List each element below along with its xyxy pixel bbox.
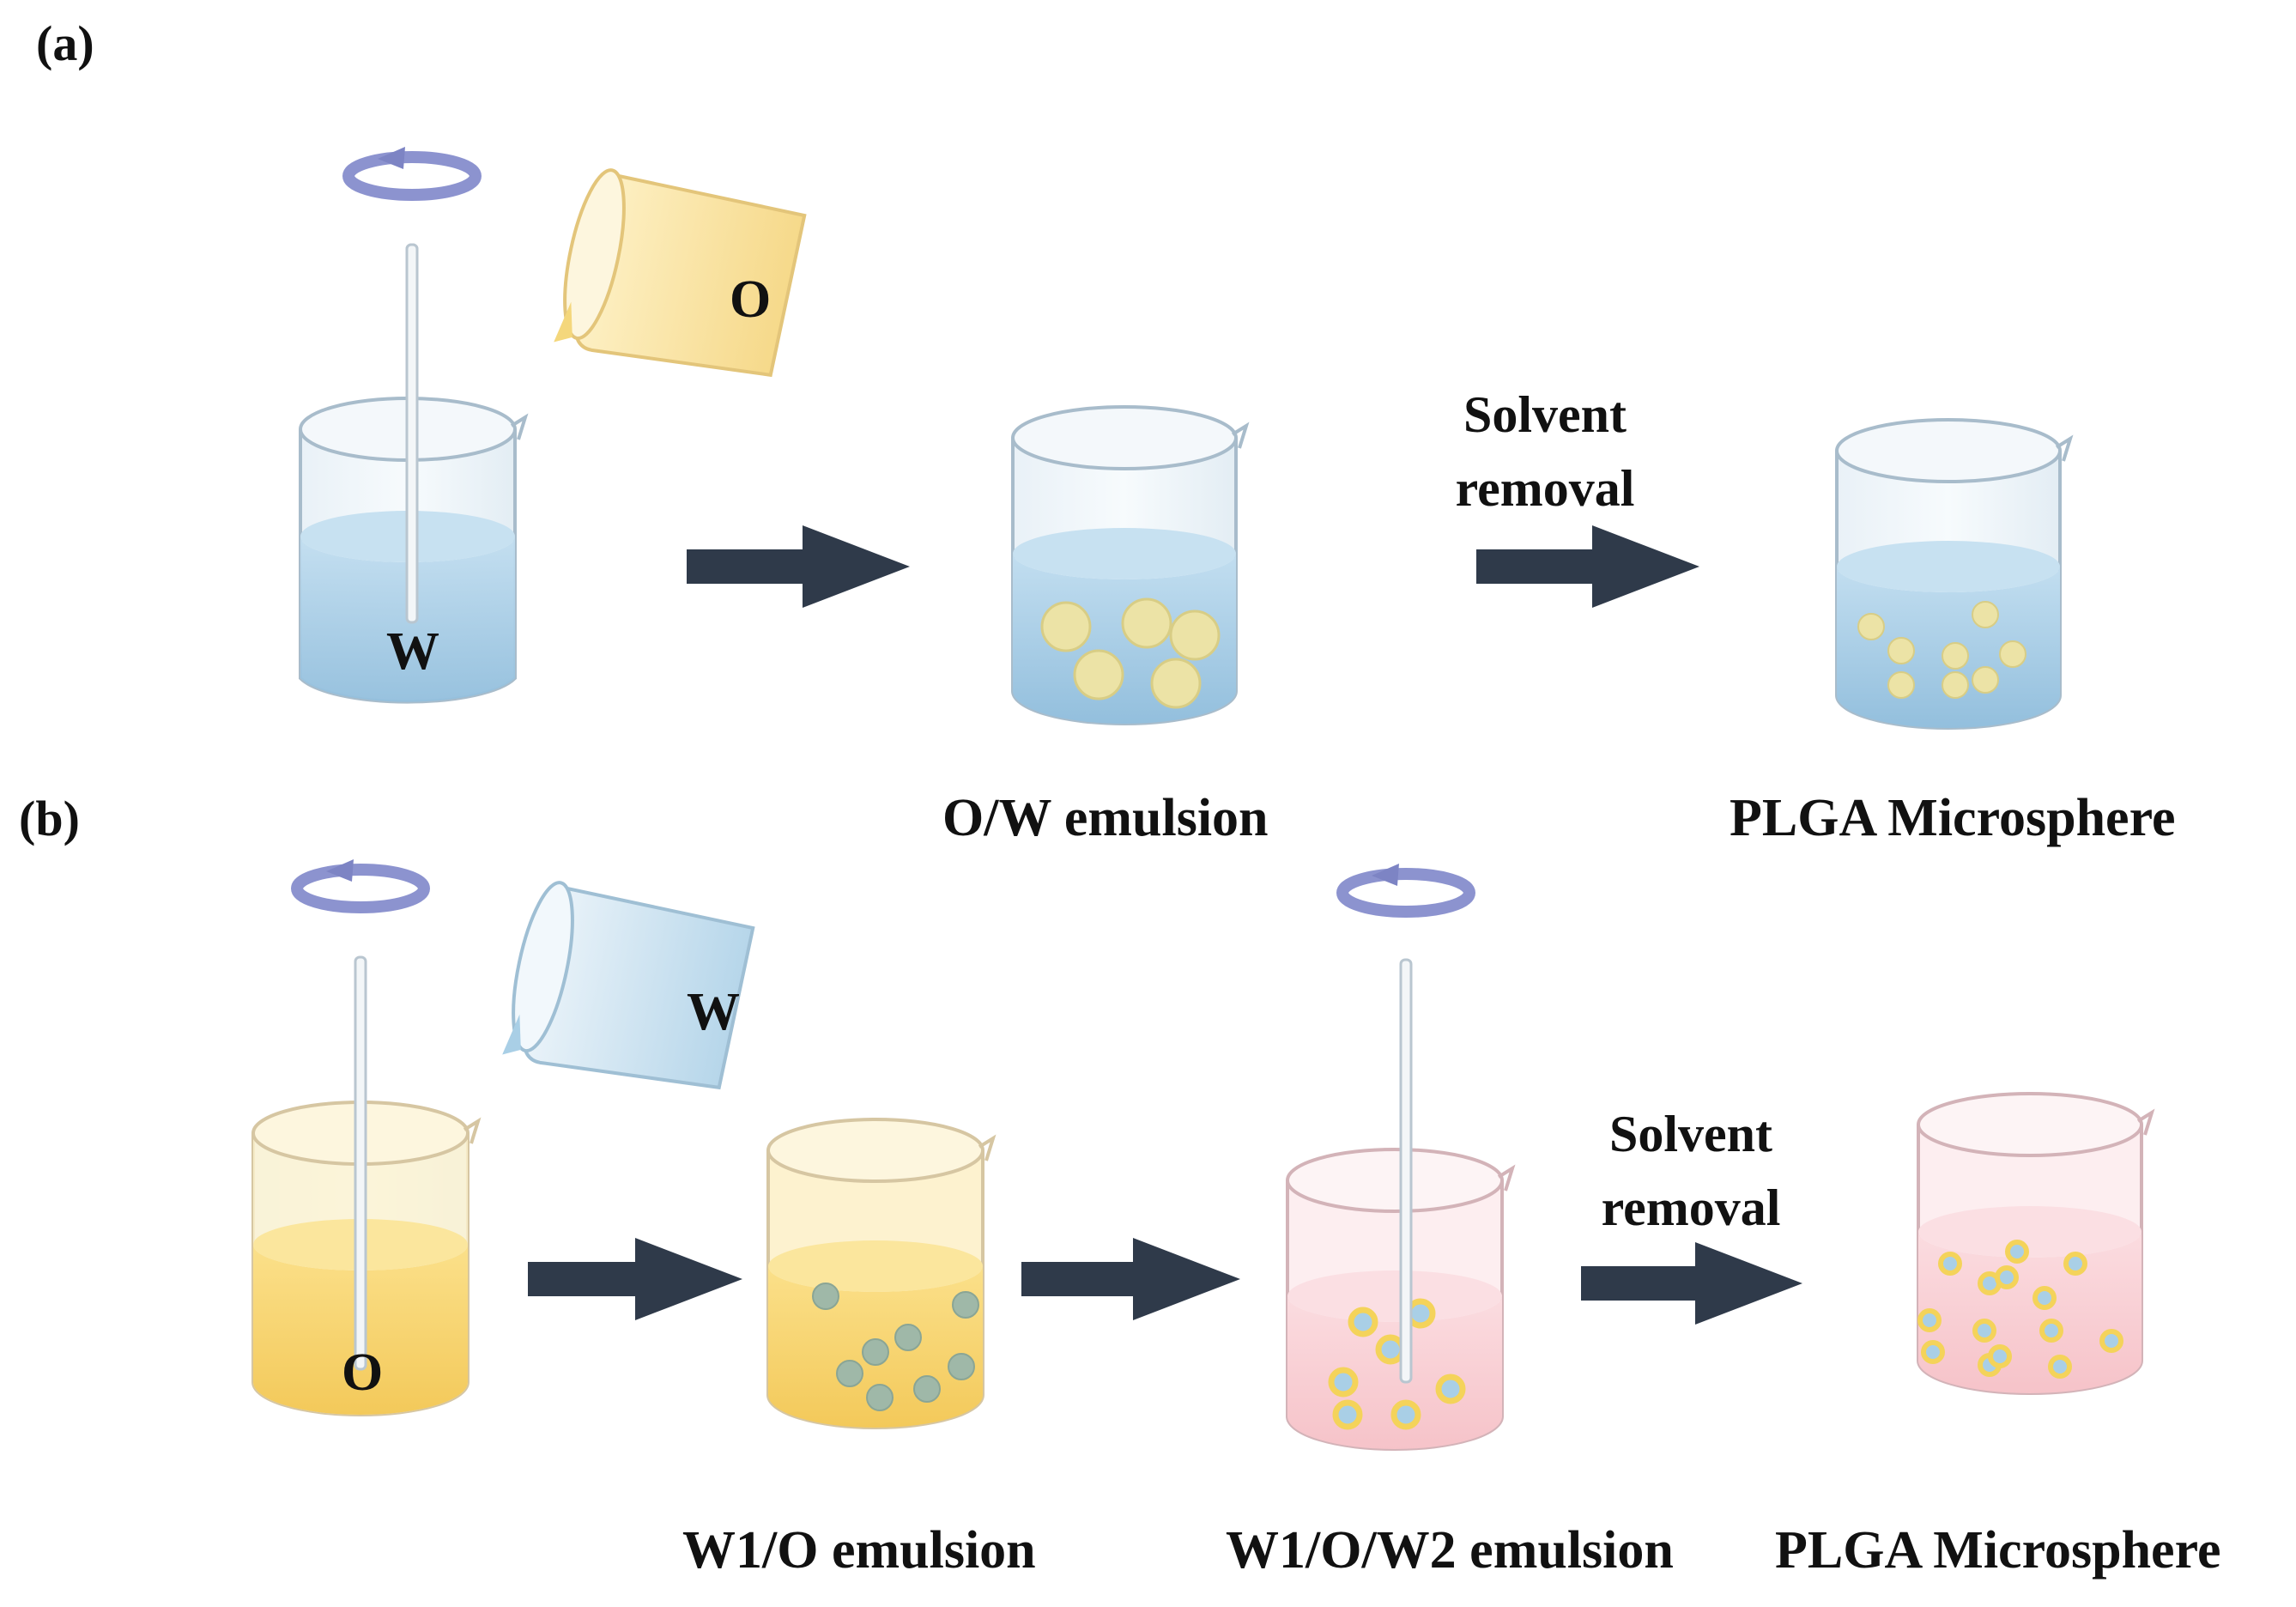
w1o-emulsion-caption: W1/O emulsion xyxy=(682,1521,1036,1580)
plga-microsphere-beaker xyxy=(1835,418,2074,730)
water-cup-label: W xyxy=(687,983,740,1041)
process-arrow xyxy=(1021,1238,1240,1320)
stir-icon xyxy=(342,147,482,201)
ow-emulsion-beaker xyxy=(1011,405,1250,725)
oil-pouring-cup xyxy=(554,168,807,378)
step-note-line: removal xyxy=(1455,460,1635,517)
w1ow2-emulsion-caption: W1/O/W2 emulsion xyxy=(1226,1521,1674,1580)
step-note-line: Solvent xyxy=(1463,386,1627,443)
process-arrow xyxy=(1581,1242,1802,1325)
solvent-removal-note-b: Solvent removal xyxy=(1562,1097,1820,1245)
panel-a-label: (a) xyxy=(36,15,94,71)
water-beaker-label: W xyxy=(386,622,439,681)
stir-rod xyxy=(354,955,367,1371)
plga-microsphere-caption: PLGA Microsphere xyxy=(1730,789,2176,847)
solvent-removal-note: Solvent removal xyxy=(1416,378,1674,525)
plga-microsphere-caption-b: PLGA Microsphere xyxy=(1775,1521,2221,1580)
oil-beaker-label: O xyxy=(342,1343,384,1402)
plga-microsphere-beaker-b xyxy=(1917,1092,2155,1395)
process-arrow xyxy=(528,1238,742,1320)
oil-cup-label: O xyxy=(730,270,772,329)
ow-emulsion-caption: O/W emulsion xyxy=(942,789,1269,847)
step-note-line: removal xyxy=(1601,1179,1781,1236)
step-note-line: Solvent xyxy=(1608,1106,1773,1162)
process-arrow xyxy=(687,525,910,608)
panel-b-label: (b) xyxy=(19,791,80,846)
process-arrow xyxy=(1476,525,1699,608)
w1ow2-emulsion-beaker xyxy=(1286,1148,1516,1451)
w1o-emulsion-beaker xyxy=(766,1118,997,1429)
stir-rod xyxy=(1399,958,1413,1384)
stir-icon xyxy=(1336,864,1475,918)
stir-icon xyxy=(291,859,430,913)
water-pouring-cup xyxy=(502,881,755,1090)
